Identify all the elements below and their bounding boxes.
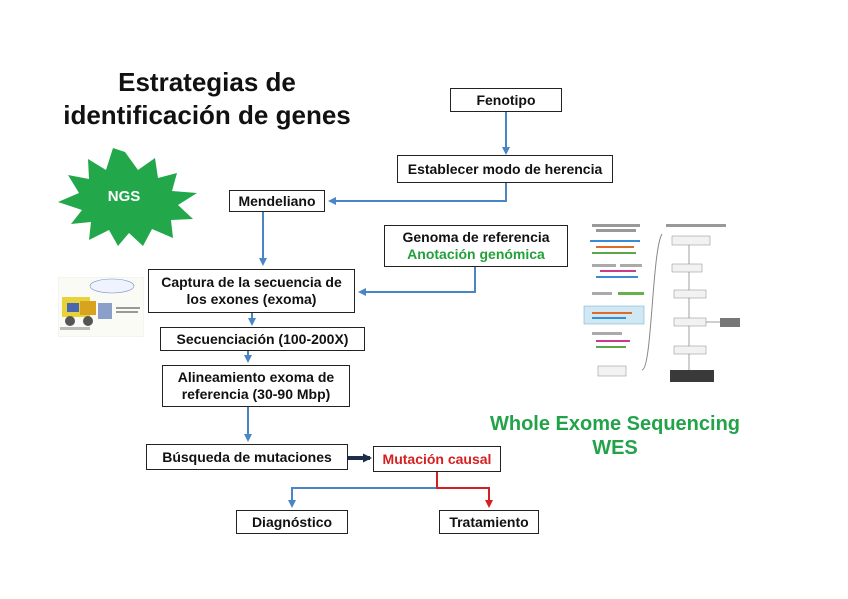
- title-line-2: identificación de genes: [63, 100, 351, 130]
- box-mendeliano-label: Mendeliano: [238, 192, 316, 209]
- box-genoma-line1: Genoma de referencia: [402, 229, 550, 245]
- wes-pipeline-illustration: [582, 220, 752, 386]
- title-line-1: Estrategias de: [118, 67, 296, 97]
- wes-label: Whole Exome Sequencing WES: [470, 412, 760, 460]
- box-tratamiento: Tratamiento: [439, 510, 539, 534]
- ngs-cartoon-illustration: [58, 277, 144, 337]
- box-genoma-referencia: Genoma de referencia Anotación genómica: [384, 225, 568, 267]
- box-busqueda-label: Búsqueda de mutaciones: [162, 448, 332, 465]
- box-fenotipo-label: Fenotipo: [476, 91, 536, 108]
- box-herencia-label: Establecer modo de herencia: [407, 160, 603, 177]
- box-secuenciacion: Secuenciación (100-200X): [160, 327, 365, 351]
- box-mutacion-label: Mutación causal: [382, 450, 492, 467]
- box-tratamiento-label: Tratamiento: [449, 513, 529, 530]
- arrow-mutacion-diagnostico: [288, 472, 438, 508]
- box-diagnostico-label: Diagnóstico: [251, 513, 333, 530]
- arrow-mutacion-tratamiento: [436, 472, 493, 508]
- arrow-genoma-captura: [358, 267, 476, 296]
- box-mutacion-causal: Mutación causal: [373, 446, 501, 472]
- box-busqueda-mutaciones: Búsqueda de mutaciones: [146, 444, 348, 470]
- box-alineamiento-line1: Alineamiento exoma de: [177, 369, 335, 385]
- box-fenotipo: Fenotipo: [450, 88, 562, 112]
- diagram-title: Estrategias de identificación de genes: [62, 66, 352, 132]
- box-alineamiento: Alineamiento exoma de referencia (30-90 …: [162, 365, 350, 407]
- wes-label-line2: WES: [592, 437, 638, 459]
- ngs-badge-label: NGS: [107, 188, 141, 205]
- box-captura-line1: Captura de la secuencia de: [161, 274, 342, 290]
- box-secuenciacion-label: Secuenciación (100-200X): [176, 330, 349, 347]
- wes-label-line1: Whole Exome Sequencing: [489, 413, 741, 435]
- box-alineamiento-line2: referencia (30-90 Mbp): [181, 386, 331, 402]
- box-establecer-herencia: Establecer modo de herencia: [397, 155, 613, 183]
- ngs-starburst: [58, 148, 197, 246]
- box-captura-exoma: Captura de la secuencia de los exones (e…: [148, 269, 355, 313]
- box-genoma-line2: Anotación genómica: [407, 246, 545, 262]
- box-mendeliano: Mendeliano: [229, 190, 325, 212]
- box-diagnostico: Diagnóstico: [236, 510, 348, 534]
- arrow-herencia-mendeliano: [328, 183, 507, 205]
- box-captura-line2: los exones (exoma): [186, 291, 317, 307]
